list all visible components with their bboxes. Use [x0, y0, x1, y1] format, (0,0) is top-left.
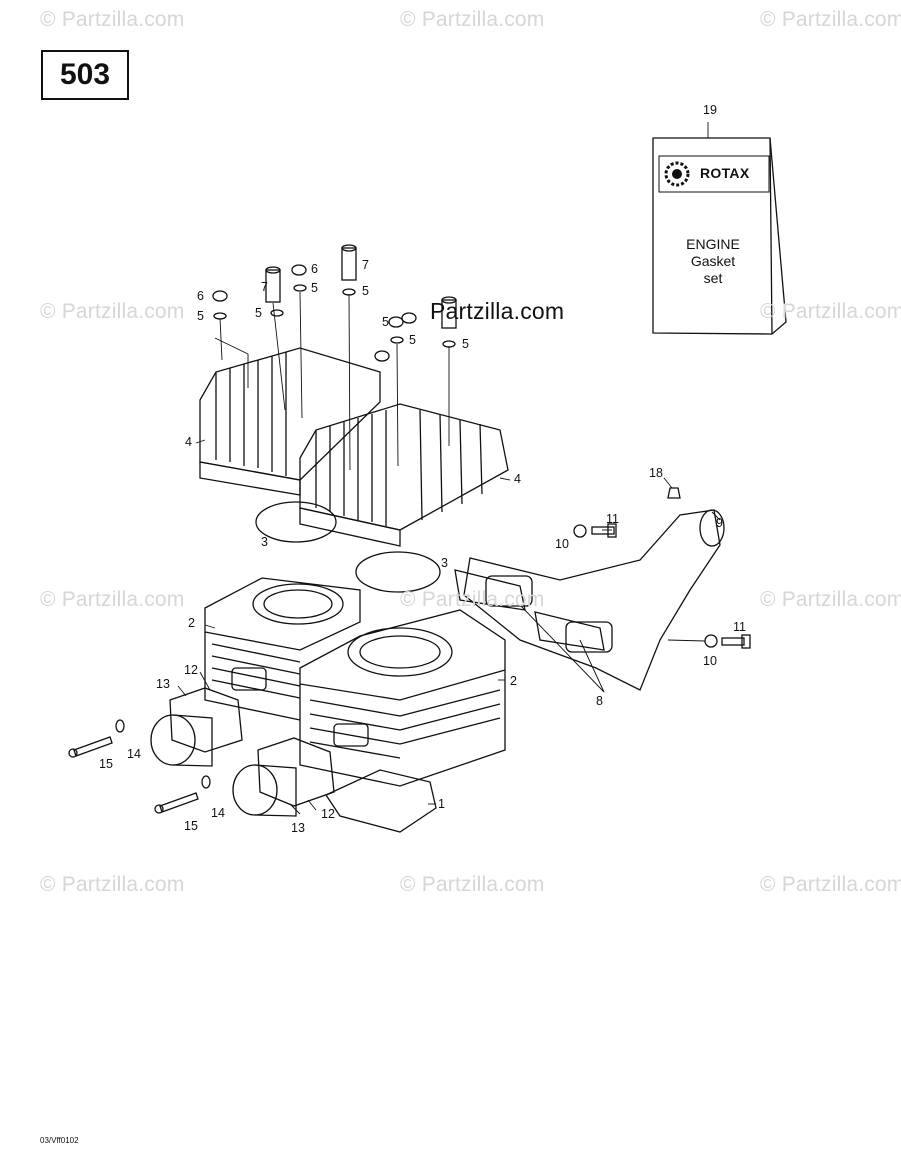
nut-2: [291, 264, 307, 276]
page-number: 503: [59, 58, 111, 91]
plug-18: [667, 487, 681, 499]
watermark-4: © Partzilla.com: [40, 300, 185, 323]
callout-10b: 10: [703, 654, 717, 668]
callout-12a: 12: [184, 663, 198, 677]
cylinder-head-left: [199, 347, 381, 496]
callout-10a: 10: [555, 537, 569, 551]
callout-5f: 5: [409, 333, 416, 347]
watermark-5: © Partzilla.com: [760, 300, 901, 323]
callout-4a: 4: [185, 435, 192, 449]
head-o-ring-left: [255, 501, 337, 543]
callout-5e: 5: [382, 315, 389, 329]
callout-2b: 2: [510, 674, 517, 688]
callout-9: 9: [716, 516, 723, 530]
callout-1: 1: [438, 797, 445, 811]
callout-15a: 15: [99, 757, 113, 771]
gasket-kit-brand: ROTAX: [700, 165, 750, 181]
spacer-left: [265, 266, 281, 303]
watermark-8: © Partzilla.com: [760, 588, 901, 611]
callout-3b: 3: [441, 556, 448, 570]
callout-2a: 2: [188, 616, 195, 630]
watermark-10: © Partzilla.com: [400, 873, 545, 896]
lock-washer-upper: [115, 719, 125, 733]
head-o-ring-right: [355, 551, 441, 593]
callout-13b: 13: [291, 821, 305, 835]
nut-3: [374, 350, 390, 362]
cylinder-left: [204, 577, 361, 721]
callout-7a: 7: [261, 280, 268, 294]
callout-8: 8: [596, 694, 603, 708]
washer-2: [270, 309, 284, 317]
nut-4: [388, 316, 404, 328]
watermark-1: © Partzilla.com: [40, 8, 185, 31]
callout-5c: 5: [311, 281, 318, 295]
lock-washer-lower: [201, 775, 211, 789]
manifold-bolt-lower: [721, 634, 751, 649]
watermark-11: © Partzilla.com: [760, 873, 901, 896]
gasket-kit-label: ENGINE Gasket set: [653, 236, 773, 287]
gasket-kit-line-3: set: [703, 270, 723, 286]
callout-19: 19: [703, 103, 717, 117]
watermark-3: © Partzilla.com: [760, 8, 901, 31]
manifold-bolt-upper: [591, 523, 617, 538]
diagram-reference-code: 03/Vff0102: [40, 1136, 79, 1145]
callout-5g: 5: [462, 337, 469, 351]
center-watermark: Partzilla.com: [430, 298, 565, 324]
callout-3a: 3: [261, 535, 268, 549]
intake-assembly-upper: [150, 687, 243, 767]
washer-3: [293, 284, 307, 292]
watermark-2: © Partzilla.com: [400, 8, 545, 31]
callout-5a: 5: [197, 309, 204, 323]
flat-washer-lower: [704, 634, 718, 648]
nut-1: [212, 290, 228, 302]
callout-5d: 5: [362, 284, 369, 298]
intake-bolt-upper: [68, 736, 113, 758]
page-number-box: 503: [41, 50, 129, 100]
intake-bolt-lower: [154, 792, 199, 814]
callout-6a: 6: [197, 289, 204, 303]
watermark-9: © Partzilla.com: [40, 873, 185, 896]
callout-7b: 7: [362, 258, 369, 272]
callout-15b: 15: [184, 819, 198, 833]
watermark-7: © Partzilla.com: [400, 588, 545, 611]
gasket-kit-line-1: ENGINE: [686, 236, 740, 252]
callout-5b: 5: [255, 306, 262, 320]
callout-11b: 11: [733, 620, 746, 634]
flat-washer-upper: [573, 524, 587, 538]
rotax-logo-icon: [664, 161, 690, 187]
leader-lines: [177, 122, 721, 815]
callout-4b: 4: [514, 472, 521, 486]
cylinder-head-right: [299, 403, 509, 547]
intake-assembly-lower: [232, 737, 335, 817]
callout-12b: 12: [321, 807, 335, 821]
callout-6b: 6: [311, 262, 318, 276]
callout-18: 18: [649, 466, 663, 480]
callout-14a: 14: [127, 747, 141, 761]
spacer-center: [441, 296, 457, 329]
callout-13a: 13: [156, 677, 170, 691]
cylinder-right: [299, 609, 506, 787]
base-gasket: [325, 769, 437, 833]
callout-11a: 11: [606, 512, 619, 526]
watermark-6: © Partzilla.com: [40, 588, 185, 611]
gasket-kit-package: [652, 137, 787, 335]
washer-5: [390, 336, 404, 344]
gasket-kit-line-2: Gasket: [690, 253, 736, 269]
spacer-right: [341, 244, 357, 281]
exhaust-manifold: [463, 509, 725, 691]
nut-5: [401, 312, 417, 324]
exhaust-gasket-right: [534, 611, 605, 651]
callout-14b: 14: [211, 806, 225, 820]
